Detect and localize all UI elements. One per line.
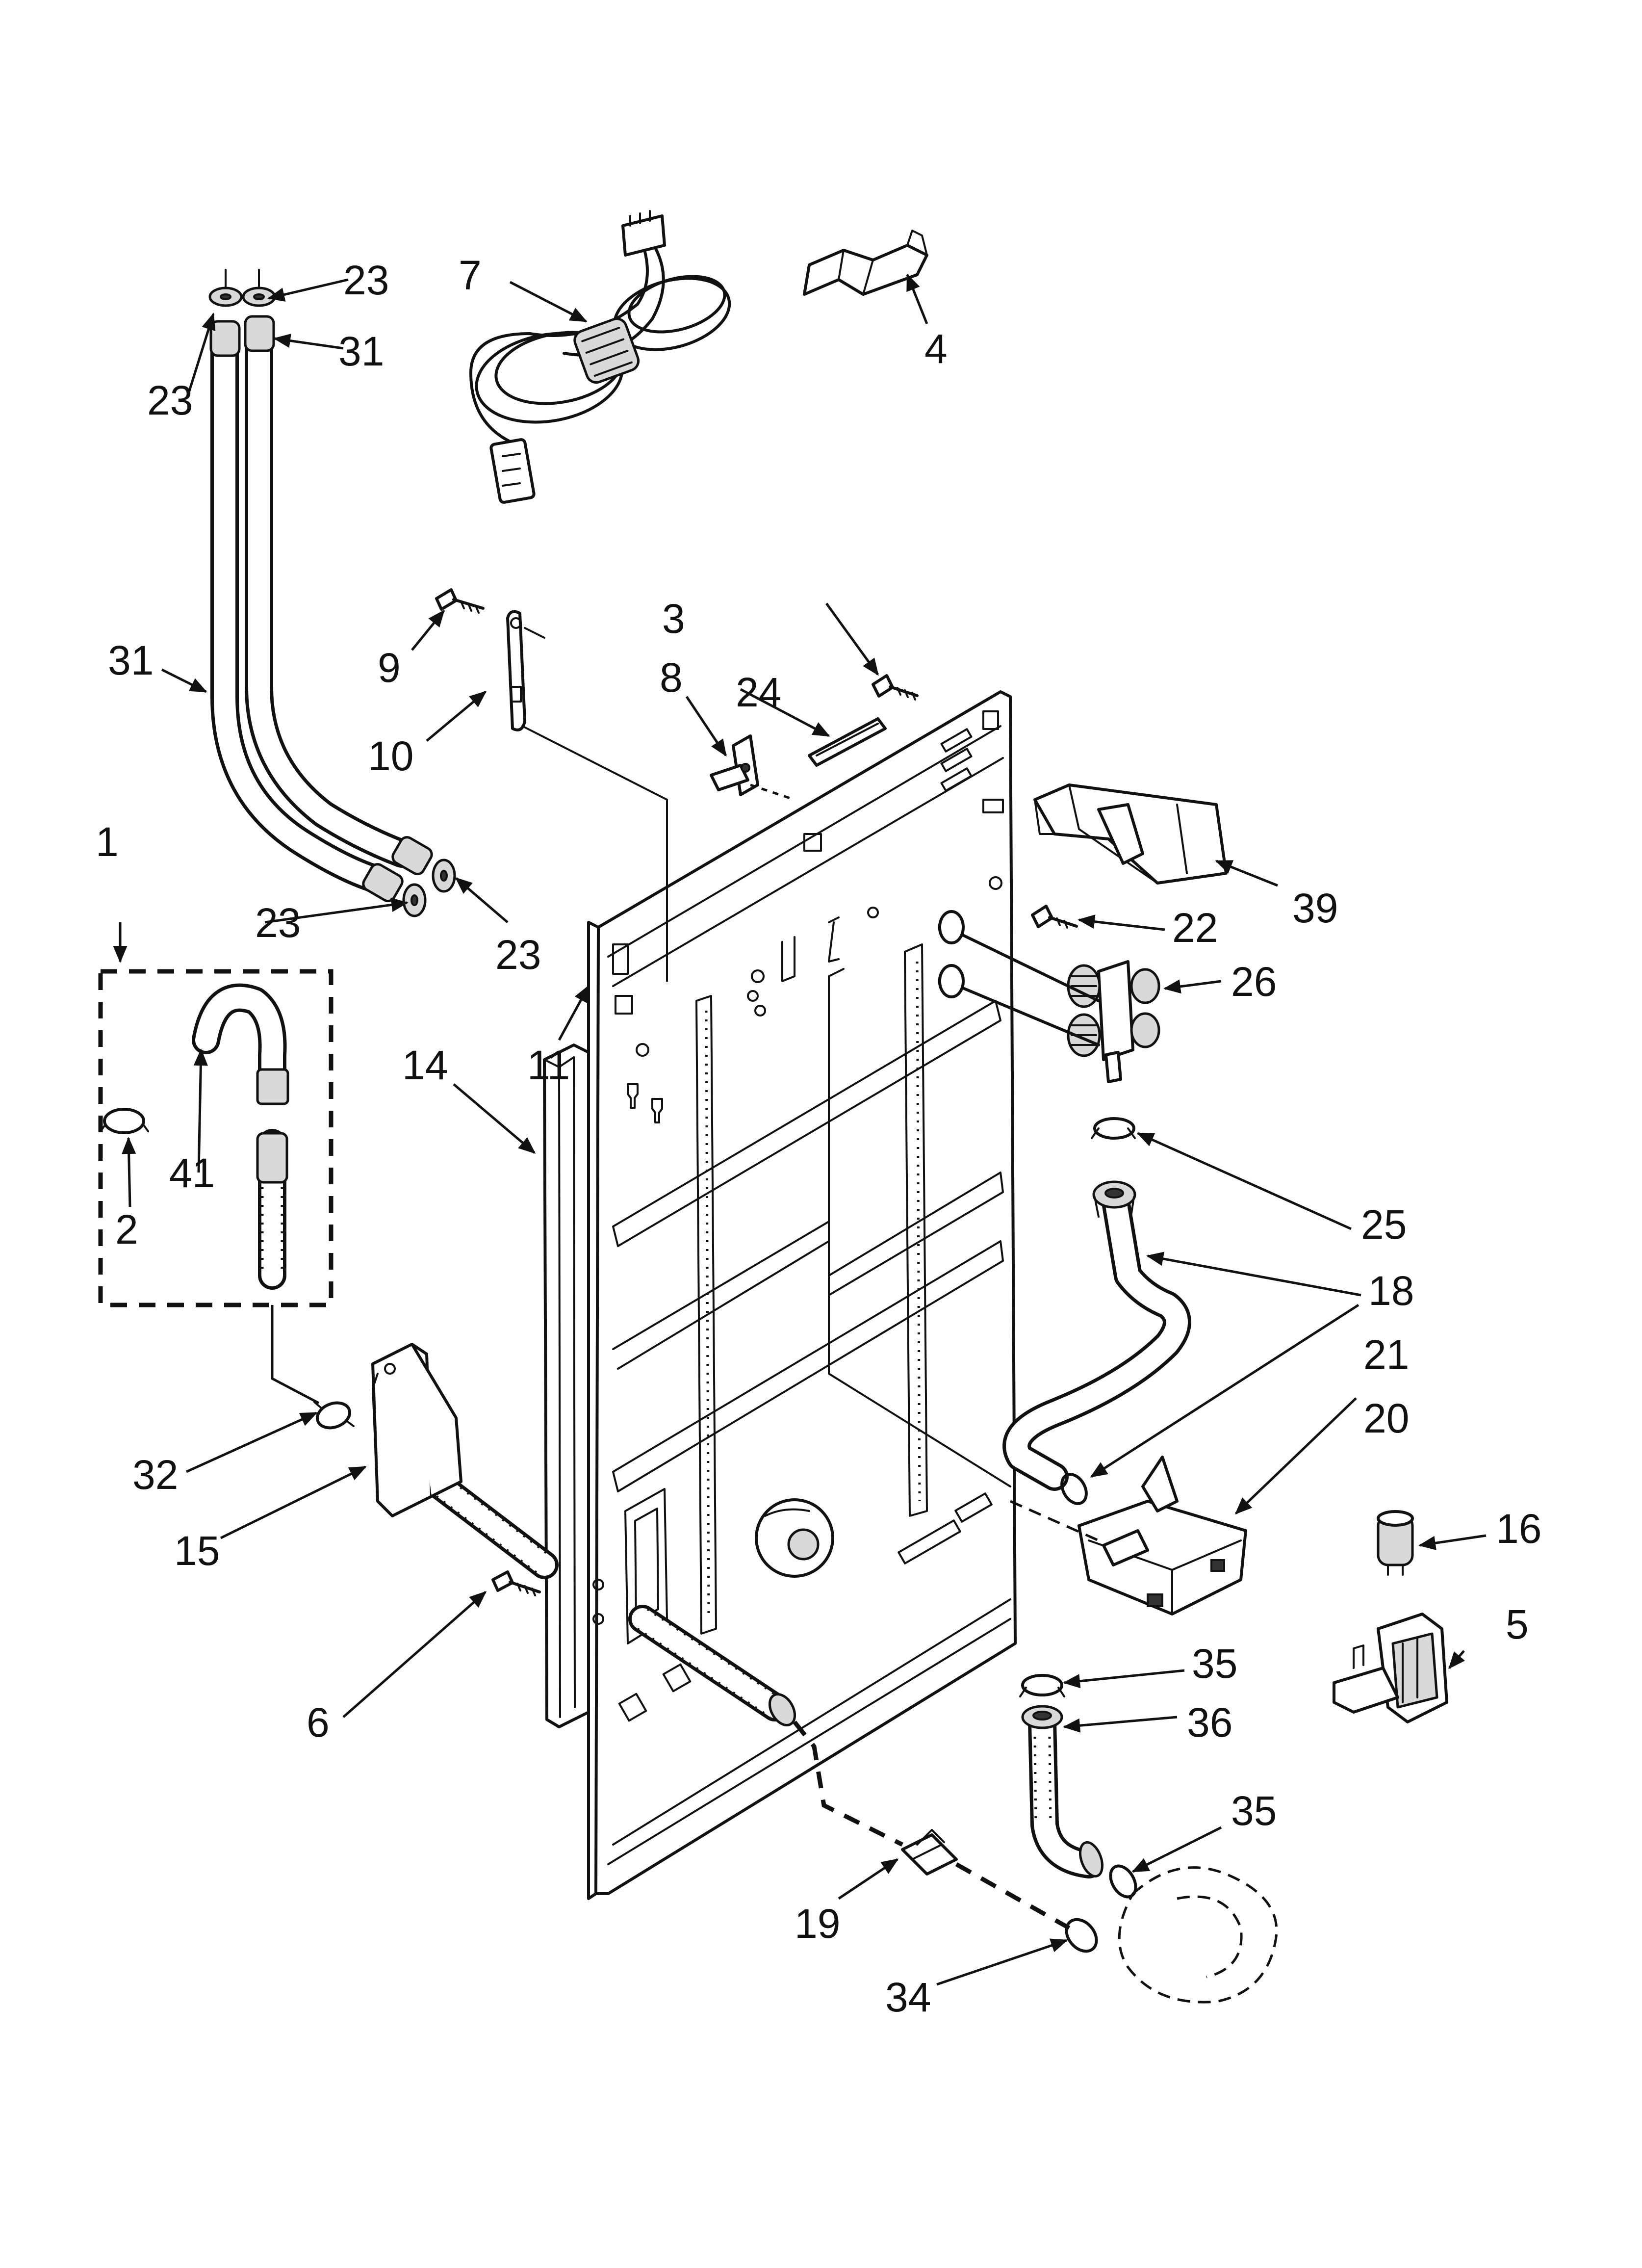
callout-41: 41 [169,1150,215,1196]
callout-25: 25 [1361,1201,1407,1248]
drain-bracket [371,1343,462,1517]
callout-6: 6 [307,1699,330,1746]
callout-19: 19 [795,1901,840,1947]
callout-23a: 23 [343,257,389,303]
callout-36: 36 [1187,1699,1232,1746]
callout-20: 20 [1363,1395,1409,1441]
drain-hose-36 [1021,1705,1103,1878]
clamp-35-upper [1019,1674,1065,1697]
callout-31b: 31 [108,637,154,683]
water-valve [938,910,1160,1083]
callout-39: 39 [1292,885,1338,931]
leader-arrows [113,273,1487,1986]
clamp-32 [313,1401,355,1430]
callout-24: 24 [736,669,781,715]
panel-brace [612,943,1004,1635]
drain-hose-15 [427,1472,796,1726]
screw-3 [872,674,919,701]
callout-23b: 23 [147,377,193,423]
clamp-25 [1091,1117,1136,1140]
callout-7: 7 [459,252,482,298]
callout-16: 16 [1496,1506,1541,1552]
callout-4: 4 [924,326,948,372]
callout-10: 10 [368,733,413,779]
callout-15: 15 [174,1528,220,1574]
clamp-21 [1060,1473,1088,1505]
callout-5: 5 [1506,1601,1529,1647]
clamp-35-lower [1109,1864,1137,1899]
callout-34: 34 [885,1974,931,2020]
capacitor [1377,1510,1414,1576]
side-trim-strip [543,1043,590,1728]
callout-32: 32 [132,1452,178,1498]
callout-22: 22 [1172,905,1218,951]
inlet-washer [208,269,456,917]
callout-31a: 31 [338,328,384,374]
callout-9: 9 [378,645,401,691]
pump-housing [1009,1456,1247,1616]
callout-3: 3 [662,596,685,642]
bracket [803,230,928,296]
callout-26: 26 [1231,959,1277,1005]
callout-23d: 23 [495,932,541,978]
callout-2: 2 [115,1206,138,1252]
rear-panel [587,690,1017,1900]
sensor-8 [710,734,795,801]
callout-21: 21 [1363,1331,1409,1378]
callout-14: 14 [402,1042,448,1088]
drain-kit-box [98,969,334,1307]
hose-coupler [901,1829,958,1876]
callout-35a: 35 [1192,1641,1237,1687]
callout-8: 8 [660,654,683,701]
screw-9 [435,588,485,614]
drain-tube [1002,1180,1191,1491]
inlet-hose [209,315,433,903]
callout-18: 18 [1368,1268,1414,1314]
screw-22 [1031,905,1078,929]
callout-23c: 23 [255,900,301,946]
clamp-strap [506,610,668,982]
callout-1: 1 [96,819,119,865]
hose-guide-41 [192,983,289,1105]
callout-35b: 35 [1231,1788,1277,1834]
panel-plug [755,1498,834,1578]
shield-39 [1033,783,1228,885]
tub-reference-outline [1118,1866,1278,2004]
callout-labels: 1 2 3 4 5 6 7 8 9 10 11 14 15 16 18 19 2… [96,252,1541,2020]
strip-24 [808,717,887,767]
clamp-2 [100,1108,149,1134]
screw-6 [491,1570,541,1596]
clamp-34 [1065,1918,1098,1953]
callout-11: 11 [527,1042,570,1088]
power-cord [469,210,731,504]
pump-motor [1333,1613,1448,1723]
drain-hose-extension [256,1129,288,1290]
